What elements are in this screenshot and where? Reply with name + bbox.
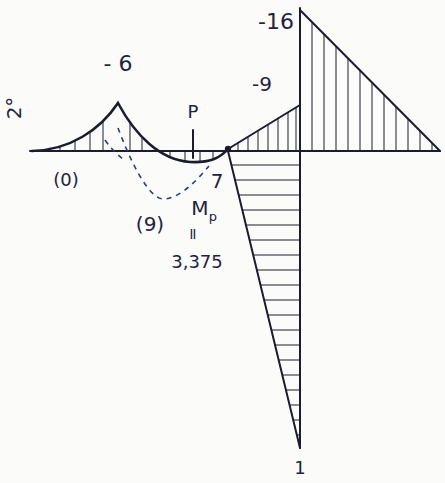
moment-value: -9 [252, 74, 272, 94]
moment-value: 7 [211, 171, 224, 191]
column-line [299, 8, 301, 448]
hatching [60, 22, 432, 435]
moment-value: 1 [294, 459, 305, 477]
moment-value: (0) [53, 171, 79, 189]
beam-axis [30, 150, 440, 152]
moment-line [228, 105, 300, 149]
moment-value: 3,375 [171, 253, 223, 271]
moment-value: - 6 [104, 53, 133, 75]
moment-value: P [188, 103, 199, 121]
hinge-dot [225, 146, 231, 152]
moment-value: -16 [258, 11, 294, 33]
column-moment-line [228, 151, 300, 448]
moment-value: = [185, 227, 201, 240]
load-mark [192, 130, 194, 158]
moment-curve [32, 103, 228, 162]
moment-value: 2° [4, 97, 24, 120]
moment-value: (9) [136, 214, 164, 234]
moment-value: M [191, 198, 208, 218]
free-moment-curve [105, 128, 209, 199]
moment-value: p [209, 210, 217, 223]
moment-line [300, 10, 440, 151]
